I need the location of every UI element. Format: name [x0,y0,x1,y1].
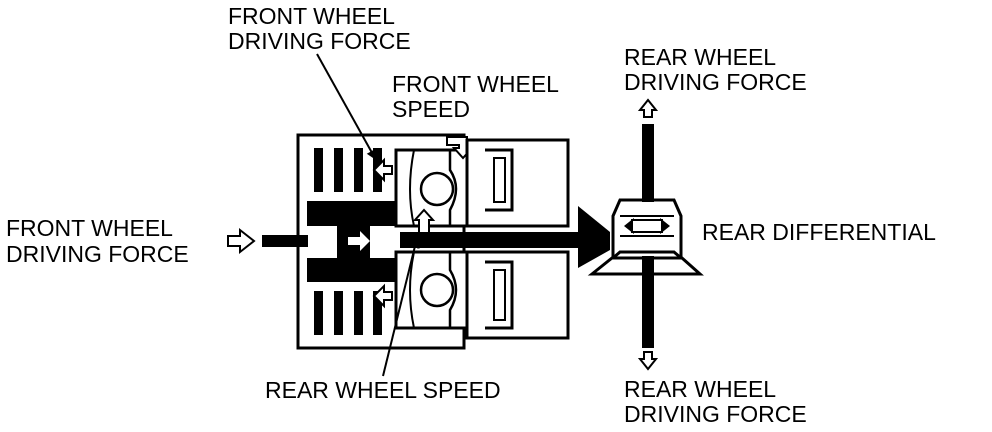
label-front-wheel-speed: FRONT WHEEL SPEED [392,71,565,122]
rear-wheel-driving-force-down-arrow [637,351,659,371]
drum-flow-arrow [348,231,370,251]
label-rear-differential: REAR DIFFERENTIAL [702,219,936,245]
input-shaft [262,235,308,247]
label-rear-wheel-driving-force-top: REAR WHEEL DRIVING FORCE [624,44,807,95]
front-wheel-driving-force-input-arrow [227,227,256,255]
label-rear-wheel-speed: REAR WHEEL SPEED [265,377,501,403]
cam-pump-upper [394,148,469,228]
rear-axle-upper [642,124,654,202]
pinion-gear [578,206,610,268]
label-front-wheel-driving-force-top: FRONT WHEEL DRIVING FORCE [228,3,411,54]
label-front-wheel-driving-force-left: FRONT WHEEL DRIVING FORCE [6,215,189,267]
cam-pump-lower [394,250,469,330]
leader-front-wheel-driving-force [316,53,377,161]
clutch-plates-lower [314,291,382,335]
label-rear-wheel-driving-force-bottom: REAR WHEEL DRIVING FORCE [624,376,807,427]
rear-axle-lower [642,256,654,348]
output-housing-upper [465,138,570,228]
output-housing-lower [465,250,570,340]
rear-wheel-driving-force-up-arrow [637,98,659,118]
plate-press-arrow-lower [372,283,393,309]
plate-press-arrow-upper [372,157,393,183]
output-shaft [400,232,586,248]
leader-rear-wheel-speed [382,237,420,377]
